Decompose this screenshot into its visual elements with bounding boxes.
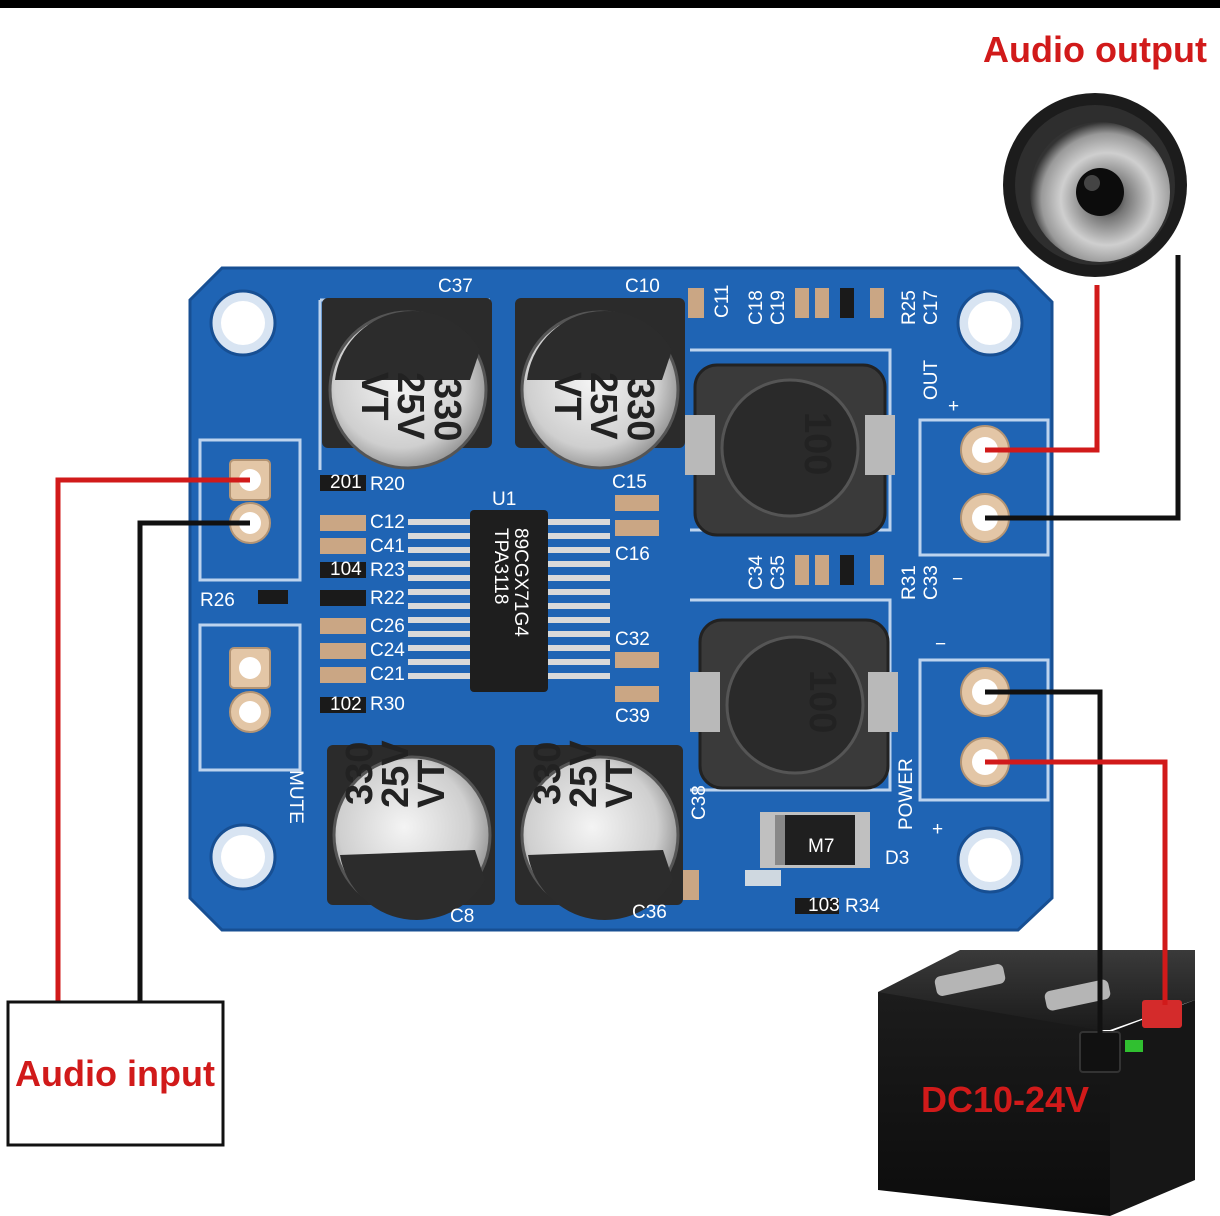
mounting-hole	[956, 289, 1024, 357]
audio-output-label: Audio output	[983, 29, 1207, 70]
svg-text:25V: 25V	[375, 740, 417, 808]
svg-text:C18: C18	[746, 290, 767, 325]
svg-text:VT: VT	[546, 372, 588, 421]
power-minus-sign: −	[935, 634, 946, 655]
svg-text:C41: C41	[370, 536, 405, 557]
svg-text:330: 330	[619, 378, 661, 441]
svg-text:330: 330	[339, 742, 381, 805]
svg-text:25V: 25V	[389, 372, 431, 440]
svg-text:C33: C33	[921, 565, 942, 600]
chip-marking-2: TPA3118	[490, 528, 511, 604]
capacitor-ref: C8	[450, 906, 474, 927]
svg-text:C15: C15	[612, 472, 647, 493]
svg-text:C11: C11	[712, 285, 733, 318]
inductor-bottom: 100	[690, 618, 898, 790]
svg-text:25V: 25V	[582, 372, 624, 440]
capacitor-c36: 330 25V VT C36	[515, 740, 683, 923]
svg-text:VT: VT	[353, 372, 395, 421]
diode-marking: M7	[808, 836, 834, 857]
power-ground-wire	[985, 689, 1103, 1045]
power-positive-wire	[985, 759, 1168, 1005]
resistor-code: 102	[330, 694, 362, 715]
svg-text:C32: C32	[615, 629, 650, 650]
input-signal-wire	[55, 477, 250, 1002]
svg-text:R23: R23	[370, 560, 405, 581]
power-supply-label: DC10-24V	[921, 1079, 1089, 1120]
svg-text:C12: C12	[370, 512, 405, 533]
speaker-icon	[1003, 93, 1187, 277]
mounting-hole	[209, 289, 277, 357]
battery-icon	[878, 950, 1195, 1216]
input-ground-wire	[137, 520, 250, 1002]
diode-d3: M7 D3	[760, 812, 909, 869]
svg-text:C34: C34	[746, 555, 767, 590]
out-label: OUT	[921, 360, 942, 401]
mute-label: MUTE	[285, 770, 306, 824]
svg-text:C26: C26	[370, 616, 405, 637]
svg-text:C17: C17	[921, 290, 942, 325]
battery-positive-terminal	[1142, 1000, 1182, 1028]
svg-text:C19: C19	[768, 290, 789, 325]
chip-ref: U1	[492, 489, 516, 510]
svg-text:R25: R25	[899, 290, 920, 325]
left-smd-column: R20 C12 C41 R23 R22 C26 C24 C21 R30 201 …	[320, 472, 405, 715]
svg-text:C35: C35	[768, 555, 789, 590]
amplifier-chip: 89CGX71G4 TPA3118 U1	[408, 489, 610, 692]
svg-text:330: 330	[426, 378, 468, 441]
out-plus-sign: +	[948, 396, 959, 417]
out-minus-sign: −	[952, 569, 963, 590]
inductor-value: 100	[801, 670, 843, 733]
inductor-top: 100	[685, 363, 895, 537]
power-plus-sign: +	[932, 819, 943, 840]
power-label: POWER	[896, 758, 917, 830]
svg-text:C38: C38	[689, 785, 710, 820]
resistor-code: 103	[808, 895, 840, 916]
capacitor-ref: C10	[625, 276, 660, 297]
svg-text:R31: R31	[899, 565, 920, 600]
r34-label: R34	[845, 896, 880, 917]
svg-text:C24: C24	[370, 640, 405, 661]
diode-ref: D3	[885, 848, 909, 869]
svg-text:R30: R30	[370, 694, 405, 715]
chip-marking-1: 89CGX71G4	[510, 528, 531, 637]
capacitor-c37: 330 25V VT C37	[322, 276, 492, 470]
audio-input-label: Audio input	[15, 1053, 215, 1094]
svg-text:R20: R20	[370, 474, 405, 495]
svg-text:330: 330	[527, 742, 569, 805]
mounting-hole	[209, 823, 277, 891]
pcb-board: 89CGX71G4 TPA3118 U1 330 25V VT C37 330 …	[188, 266, 1054, 932]
right-smd-components: C15 C16 C32 C39 C38 C11 C18 C19 R25 C17 …	[200, 285, 963, 917]
svg-text:VT: VT	[411, 759, 453, 808]
resistor-code: 104	[330, 559, 362, 580]
audio-input-box	[6, 1000, 225, 1147]
capacitor-ref: C37	[438, 276, 473, 297]
svg-text:25V: 25V	[563, 740, 605, 808]
top-border	[0, 0, 1220, 8]
mounting-hole	[956, 826, 1024, 894]
output-minus-wire	[985, 255, 1181, 521]
capacitor-ref: C36	[632, 902, 667, 923]
svg-text:C39: C39	[615, 706, 650, 727]
inductor-value: 100	[796, 412, 838, 475]
capacitor-c10: 330 25V VT C10	[515, 276, 685, 470]
resistor-code: 201	[330, 472, 362, 493]
output-plus-wire	[985, 285, 1100, 453]
svg-text:C21: C21	[370, 664, 405, 685]
capacitor-c8: 330 25V VT C8	[327, 740, 495, 927]
wires	[55, 255, 1181, 1045]
r26-label: R26	[200, 590, 235, 611]
svg-text:VT: VT	[599, 759, 641, 808]
svg-text:C16: C16	[615, 544, 650, 565]
svg-text:R22: R22	[370, 588, 405, 609]
